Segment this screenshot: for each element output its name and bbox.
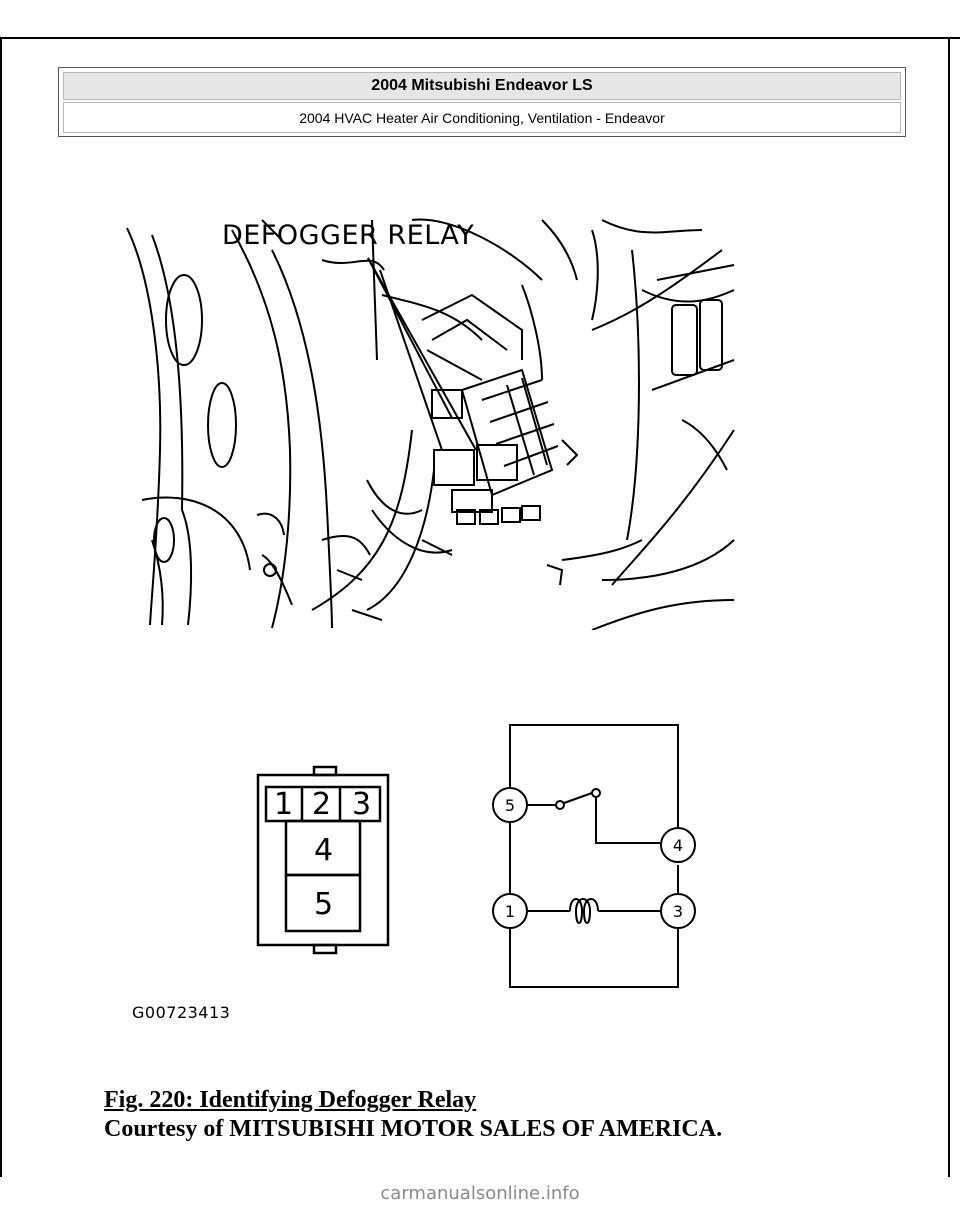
terminal-5: 5 [492, 787, 528, 823]
defogger-relay-location-illustration [126, 218, 735, 630]
page-frame-top [0, 37, 960, 39]
page-frame-left [0, 37, 2, 1177]
defogger-relay-label: DEFOGGER RELAY [222, 220, 475, 251]
relay-circuit-schematic: 5 4 1 3 [480, 715, 720, 995]
section-title: 2004 HVAC Heater Air Conditioning, Venti… [63, 102, 901, 133]
connector-pin-3: 3 [352, 787, 372, 822]
terminal-3: 3 [660, 893, 696, 929]
figure-caption: Fig. 220: Identifying Defogger Relay Cou… [104, 1086, 722, 1144]
terminal-1: 1 [492, 893, 528, 929]
connector-pin-4: 4 [314, 833, 334, 868]
connector-pin-2: 2 [312, 787, 332, 822]
terminal-4: 4 [660, 827, 696, 863]
figure-title-link[interactable]: Fig. 220: Identifying Defogger Relay [104, 1087, 477, 1113]
connector-pin-1: 1 [274, 787, 294, 822]
connector-pin-5: 5 [314, 887, 334, 922]
document-header: 2004 Mitsubishi Endeavor LS 2004 HVAC He… [58, 67, 906, 137]
courtesy-line: Courtesy of MITSUBISHI MOTOR SALES OF AM… [104, 1116, 723, 1142]
relay-connector-pinout: 1 2 3 4 5 [250, 765, 400, 955]
figure-code: G00723413 [132, 1003, 231, 1022]
page-frame-right [948, 37, 950, 1177]
site-watermark: carmanualsonline.info [380, 1183, 580, 1204]
vehicle-title: 2004 Mitsubishi Endeavor LS [63, 72, 901, 100]
